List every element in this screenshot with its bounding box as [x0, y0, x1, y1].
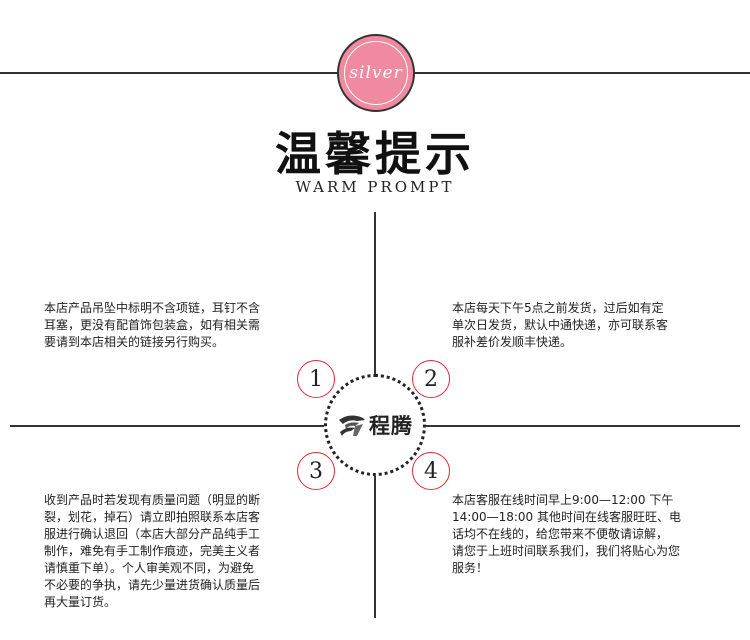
tip-number-1: 1	[297, 360, 335, 398]
vertical-divider-top	[374, 212, 376, 374]
tip-text-1: 本店产品吊坠中标明不含项链，耳钉不含 耳塞，更没有配首饰包装盒，如有相关需 要请…	[44, 301, 261, 349]
page-title: 温馨提示	[275, 127, 475, 181]
silver-badge: silver	[337, 34, 415, 112]
top-divider-right	[415, 72, 750, 74]
page-subtitle: WARM PROMPT	[295, 178, 455, 196]
tip-text-4: 本店客服在线时间早上9:00—12:00 下午 14:00—18:00 其他时间…	[452, 493, 681, 575]
logo-mark-icon	[339, 415, 365, 436]
tip-number-3: 3	[297, 452, 335, 490]
center-logo-text: 程腾	[369, 414, 413, 438]
center-logo: 程腾	[337, 410, 413, 440]
horizontal-divider-right	[426, 425, 740, 427]
top-divider-left	[0, 72, 337, 74]
tip-number-4: 4	[412, 452, 450, 490]
silver-badge-text: silver	[344, 41, 408, 105]
tip-text-2: 本店每天下午5点之前发货，过后如有定 单次日发货，默认中通快递，亦可联系客 服补…	[452, 301, 669, 349]
horizontal-divider-left	[10, 425, 324, 427]
tip-number-2: 2	[412, 360, 450, 398]
tip-text-3: 收到产品时若发现有质量问题（明显的断 裂，划花，掉石）请立即拍照联系本店客 服进…	[44, 493, 261, 609]
center-logo-circle: 程腾	[324, 374, 426, 476]
vertical-divider-bottom	[374, 476, 376, 618]
